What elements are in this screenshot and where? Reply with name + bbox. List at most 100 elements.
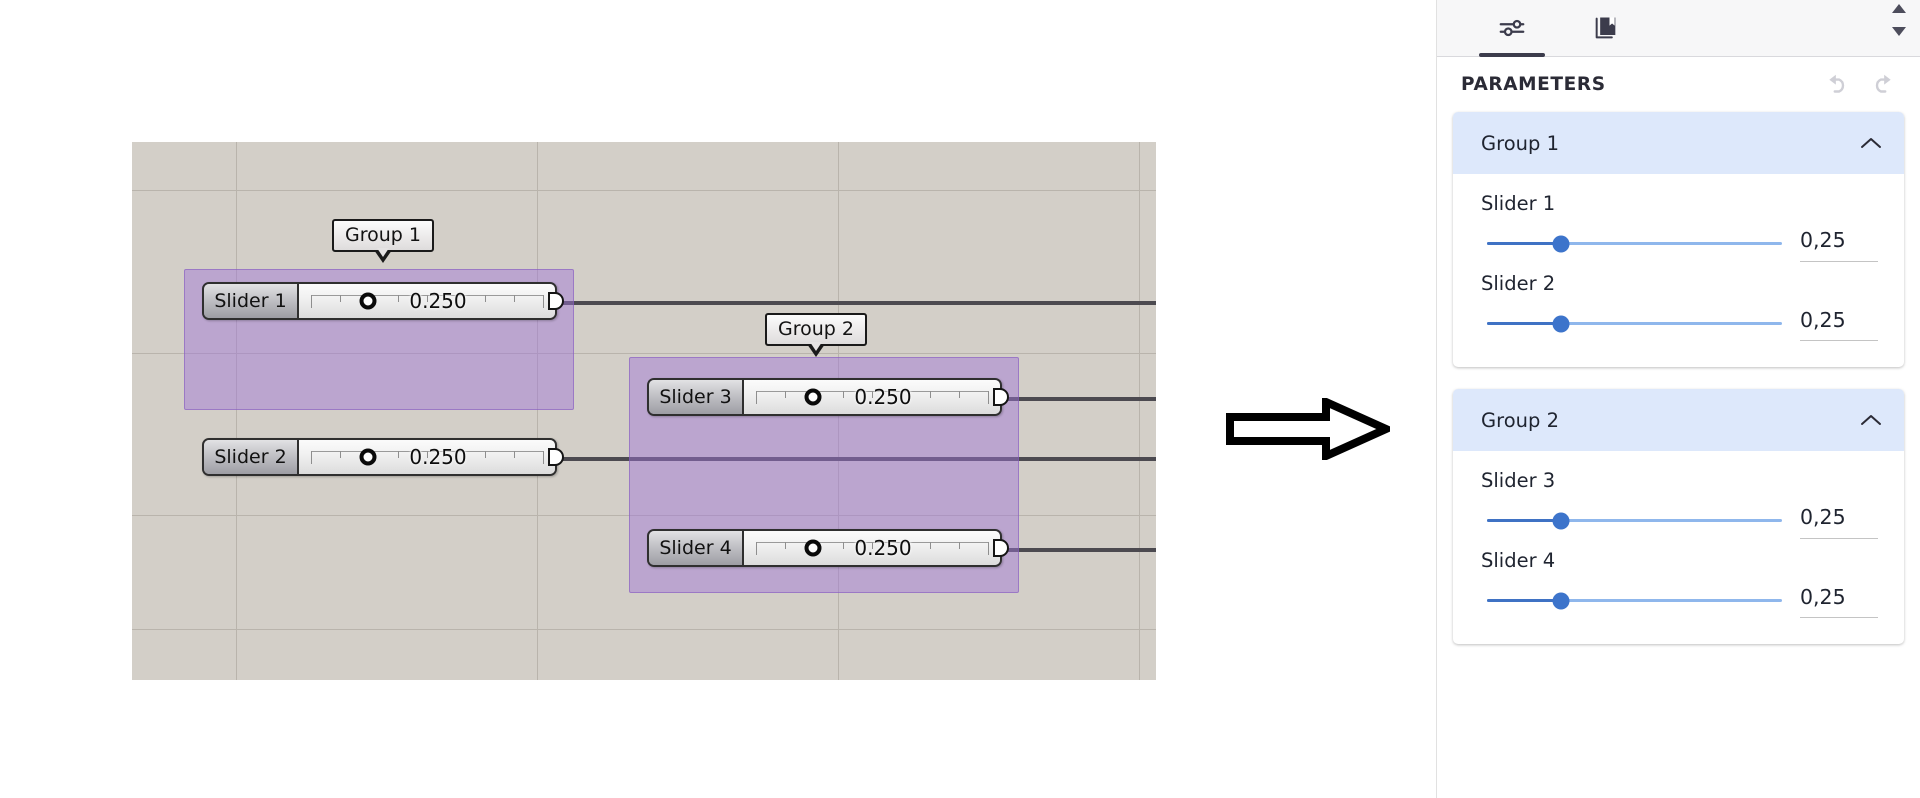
slider-track-fill (1487, 519, 1561, 523)
gh-slider-1-value[interactable]: 0.250 (409, 289, 467, 313)
gh-slider-1-output-port[interactable] (548, 292, 564, 310)
wire-slider-1 (552, 301, 1156, 305)
param-slider-3-value-field[interactable]: 0,25 (1800, 506, 1878, 539)
grid-line-vertical (236, 142, 237, 680)
canvas-group-1-label: Group 1 (332, 219, 434, 264)
gh-slider-3-knob[interactable] (804, 388, 822, 406)
value-underline (1800, 260, 1878, 262)
scroll-down-arrow[interactable] (1892, 27, 1906, 36)
chevron-up-icon[interactable] (1860, 136, 1882, 150)
param-group-2-body: Slider 3 0,25 (1453, 451, 1904, 644)
param-slider-1-label: Slider 1 (1481, 192, 1556, 215)
param-slider-3-label: Slider 3 (1481, 469, 1556, 493)
param-slider-1-value-field[interactable]: 0,25 (1800, 229, 1878, 262)
slider-thumb[interactable] (1552, 235, 1570, 253)
gh-slider-4[interactable]: Slider 4 0.250 (647, 529, 1009, 567)
gh-slider-3-output-port[interactable] (993, 388, 1009, 406)
panel-scroll-arrows[interactable] (1892, 4, 1906, 36)
grid-line-horizontal (132, 629, 1156, 630)
gh-slider-3-value[interactable]: 0.250 (854, 385, 912, 409)
gh-slider-4-knob[interactable] (804, 539, 822, 557)
param-slider-4-value-field[interactable]: 0,25 (1800, 586, 1878, 619)
grid-line-vertical (1139, 142, 1140, 680)
slider-thumb[interactable] (1552, 512, 1570, 530)
label-pointer (806, 342, 825, 358)
value-underline (1800, 617, 1878, 619)
gh-slider-3-track[interactable]: 0.250 (744, 380, 1000, 414)
gh-slider-2-value[interactable]: 0.250 (409, 445, 467, 469)
param-slider-2: Slider 2 0,25 (1481, 272, 1878, 342)
param-slider-1: Slider 1 0,25 (1481, 192, 1878, 262)
right-arrow-icon (1226, 395, 1396, 465)
parameters-list: Group 1 Slider 1 (1437, 112, 1920, 645)
page-title: PARAMETERS (1461, 74, 1606, 95)
gh-slider-2[interactable]: Slider 2 0.250 (202, 438, 564, 476)
undo-button[interactable] (1816, 68, 1860, 102)
book-bookmark-icon (1595, 17, 1616, 39)
gh-slider-2-name[interactable]: Slider 2 (204, 440, 299, 474)
gh-slider-2-output-port[interactable] (548, 448, 564, 466)
param-slider-2-value[interactable]: 0,25 (1800, 307, 1846, 332)
param-slider-2-control[interactable] (1487, 309, 1782, 339)
tab-parameters[interactable] (1465, 0, 1559, 57)
scroll-up-arrow[interactable] (1892, 4, 1906, 13)
gh-slider-1[interactable]: Slider 1 0.250 (202, 282, 564, 320)
gh-slider-4-track[interactable]: 0.250 (744, 531, 1000, 565)
value-underline (1800, 537, 1878, 539)
slider-track-fill (1487, 242, 1561, 245)
param-slider-2-value-field[interactable]: 0,25 (1800, 307, 1878, 342)
parameters-panel: PARAMETERS Group 1 (1436, 0, 1920, 798)
grid-line-vertical (537, 142, 538, 680)
label-pointer (373, 248, 392, 264)
gh-slider-1-name[interactable]: Slider 1 (204, 284, 299, 318)
gh-slider-3[interactable]: Slider 3 0.250 (647, 378, 1009, 416)
tab-library[interactable] (1559, 0, 1653, 57)
grasshopper-canvas[interactable]: Group 1 Slider 1 0.250 Slider 2 (132, 142, 1156, 680)
slider-track-fill (1487, 598, 1561, 602)
param-slider-4: Slider 4 0,25 (1481, 549, 1878, 619)
gh-slider-3-name[interactable]: Slider 3 (649, 380, 744, 414)
canvas-group-2-label: Group 2 (765, 313, 867, 358)
param-group-2-header[interactable]: Group 2 (1453, 389, 1904, 452)
undo-icon (1829, 74, 1845, 93)
param-slider-4-value[interactable]: 0,25 (1800, 584, 1846, 609)
canvas-group-1-label-text: Group 1 (345, 224, 421, 246)
param-slider-4-control[interactable] (1487, 586, 1782, 616)
param-group-1-title: Group 1 (1481, 131, 1559, 155)
param-slider-3-value[interactable]: 0,25 (1800, 505, 1846, 530)
param-slider-3-control[interactable] (1487, 506, 1782, 536)
wire-slider-2 (552, 457, 1156, 461)
tune-sliders-icon (1499, 19, 1525, 37)
param-slider-3: Slider 3 0,25 (1481, 469, 1878, 539)
param-slider-1-control[interactable] (1487, 229, 1782, 259)
slider-thumb[interactable] (1552, 592, 1570, 610)
canvas-group-2-label-text: Group 2 (778, 318, 854, 340)
gh-slider-1-knob[interactable] (359, 292, 377, 310)
slider-track (1487, 242, 1782, 245)
param-group-2-title: Group 2 (1481, 408, 1559, 432)
gh-slider-1-track[interactable]: 0.250 (299, 284, 555, 318)
gh-slider-4-output-port[interactable] (993, 539, 1009, 557)
param-slider-1-value[interactable]: 0,25 (1800, 228, 1846, 252)
param-slider-2-label: Slider 2 (1481, 271, 1556, 295)
param-group-1-header[interactable]: Group 1 (1453, 112, 1904, 174)
slider-track (1487, 519, 1782, 523)
grid-line-horizontal (132, 190, 1156, 191)
gh-slider-2-knob[interactable] (359, 448, 377, 466)
redo-icon (1875, 74, 1891, 93)
gh-slider-2-track[interactable]: 0.250 (299, 440, 555, 474)
param-group-card-2: Group 2 Slider 3 (1453, 389, 1904, 645)
param-slider-4-label: Slider 4 (1481, 548, 1556, 572)
gh-slider-4-value[interactable]: 0.250 (854, 536, 912, 560)
gh-slider-4-name[interactable]: Slider 4 (649, 531, 744, 565)
slider-track (1487, 598, 1782, 602)
redo-button[interactable] (1860, 68, 1904, 102)
slider-thumb[interactable] (1552, 315, 1570, 333)
value-underline (1800, 340, 1878, 342)
wire-slider-3 (982, 397, 1156, 401)
tab-active-indicator (1479, 52, 1545, 57)
panel-header: PARAMETERS (1437, 57, 1920, 112)
param-group-card-1: Group 1 Slider 1 (1453, 112, 1904, 368)
chevron-up-icon[interactable] (1860, 413, 1882, 427)
